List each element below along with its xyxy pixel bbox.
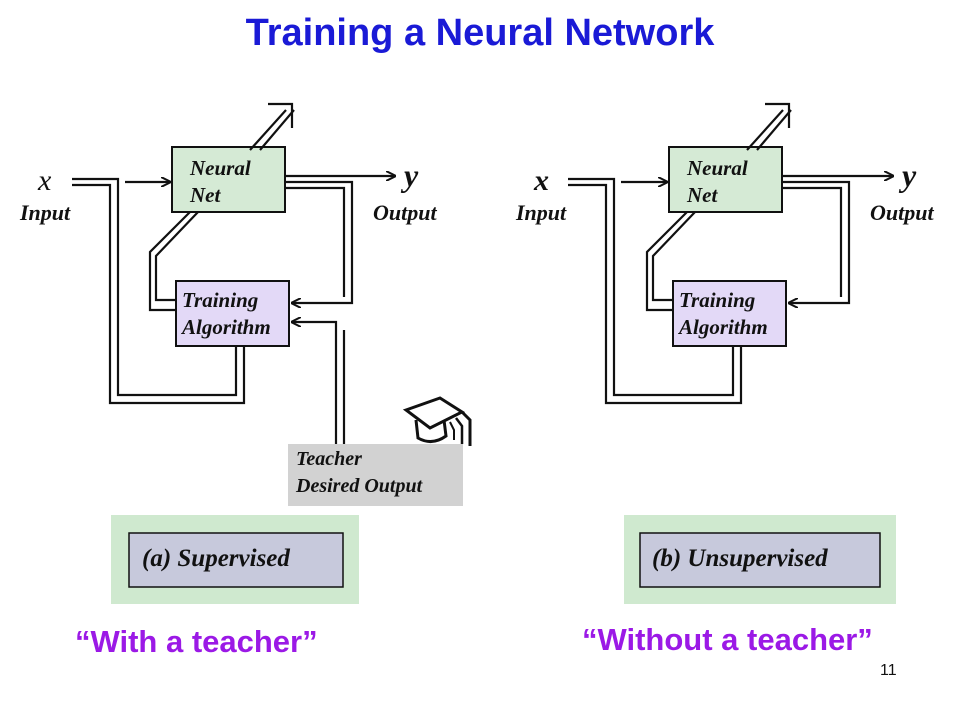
training-algorithm-box xyxy=(672,280,787,347)
page-number: 11 xyxy=(880,662,897,679)
supervised-label-box xyxy=(128,532,344,588)
neural-net-label-line1: Neural xyxy=(686,156,748,180)
teacher-wire xyxy=(292,322,346,444)
algorithm-label-line2: Algorithm xyxy=(180,315,271,339)
unsupervised-caption: “Without a teacher” xyxy=(582,622,873,657)
output-label: Output xyxy=(870,200,934,225)
output-variable: y xyxy=(898,157,917,193)
input-to-net-wire xyxy=(72,179,246,405)
unsupervised-label: (b) Unsupervised xyxy=(652,545,828,572)
algorithm-label-line2: Algorithm xyxy=(677,315,768,339)
neural-net-label-line1: Neural xyxy=(189,156,251,180)
input-variable: x xyxy=(533,164,549,197)
output-label: Output xyxy=(373,200,437,225)
diagram-supervised: Neural Net Training Algorithm x Input y … xyxy=(19,102,472,604)
input-variable: x xyxy=(37,164,52,197)
supervised-caption: “With a teacher” xyxy=(75,624,318,659)
teacher-label-line2: Desired Output xyxy=(295,475,424,497)
weight-update-link xyxy=(148,211,199,312)
output-variable: y xyxy=(400,157,419,193)
algorithm-label-line1: Training xyxy=(679,288,755,312)
supervised-label: (a) Supervised xyxy=(142,545,290,572)
output-wire xyxy=(286,176,395,303)
training-algorithm-box xyxy=(175,280,290,347)
diagram-unsupervised: Neural Net Training Algorithm x Input y … xyxy=(515,102,934,604)
graduation-cap-icon xyxy=(402,396,472,446)
input-label: Input xyxy=(515,200,567,225)
neural-net-box xyxy=(171,146,286,213)
algorithm-label-line1: Training xyxy=(182,288,258,312)
adjust-arrow xyxy=(249,102,295,151)
teacher-label-line1: Teacher xyxy=(296,448,362,470)
input-to-net-wire xyxy=(568,179,743,405)
slide-title: Training a Neural Network xyxy=(245,12,715,54)
neural-net-label-line2: Net xyxy=(686,183,718,207)
teacher-box xyxy=(288,444,463,506)
neural-net-box xyxy=(668,146,783,213)
adjust-arrow xyxy=(746,102,792,151)
weight-update-link xyxy=(645,211,696,312)
neural-net-label-line2: Net xyxy=(189,183,221,207)
output-wire xyxy=(783,176,893,303)
input-label: Input xyxy=(19,200,71,225)
unsupervised-label-box xyxy=(639,532,881,588)
